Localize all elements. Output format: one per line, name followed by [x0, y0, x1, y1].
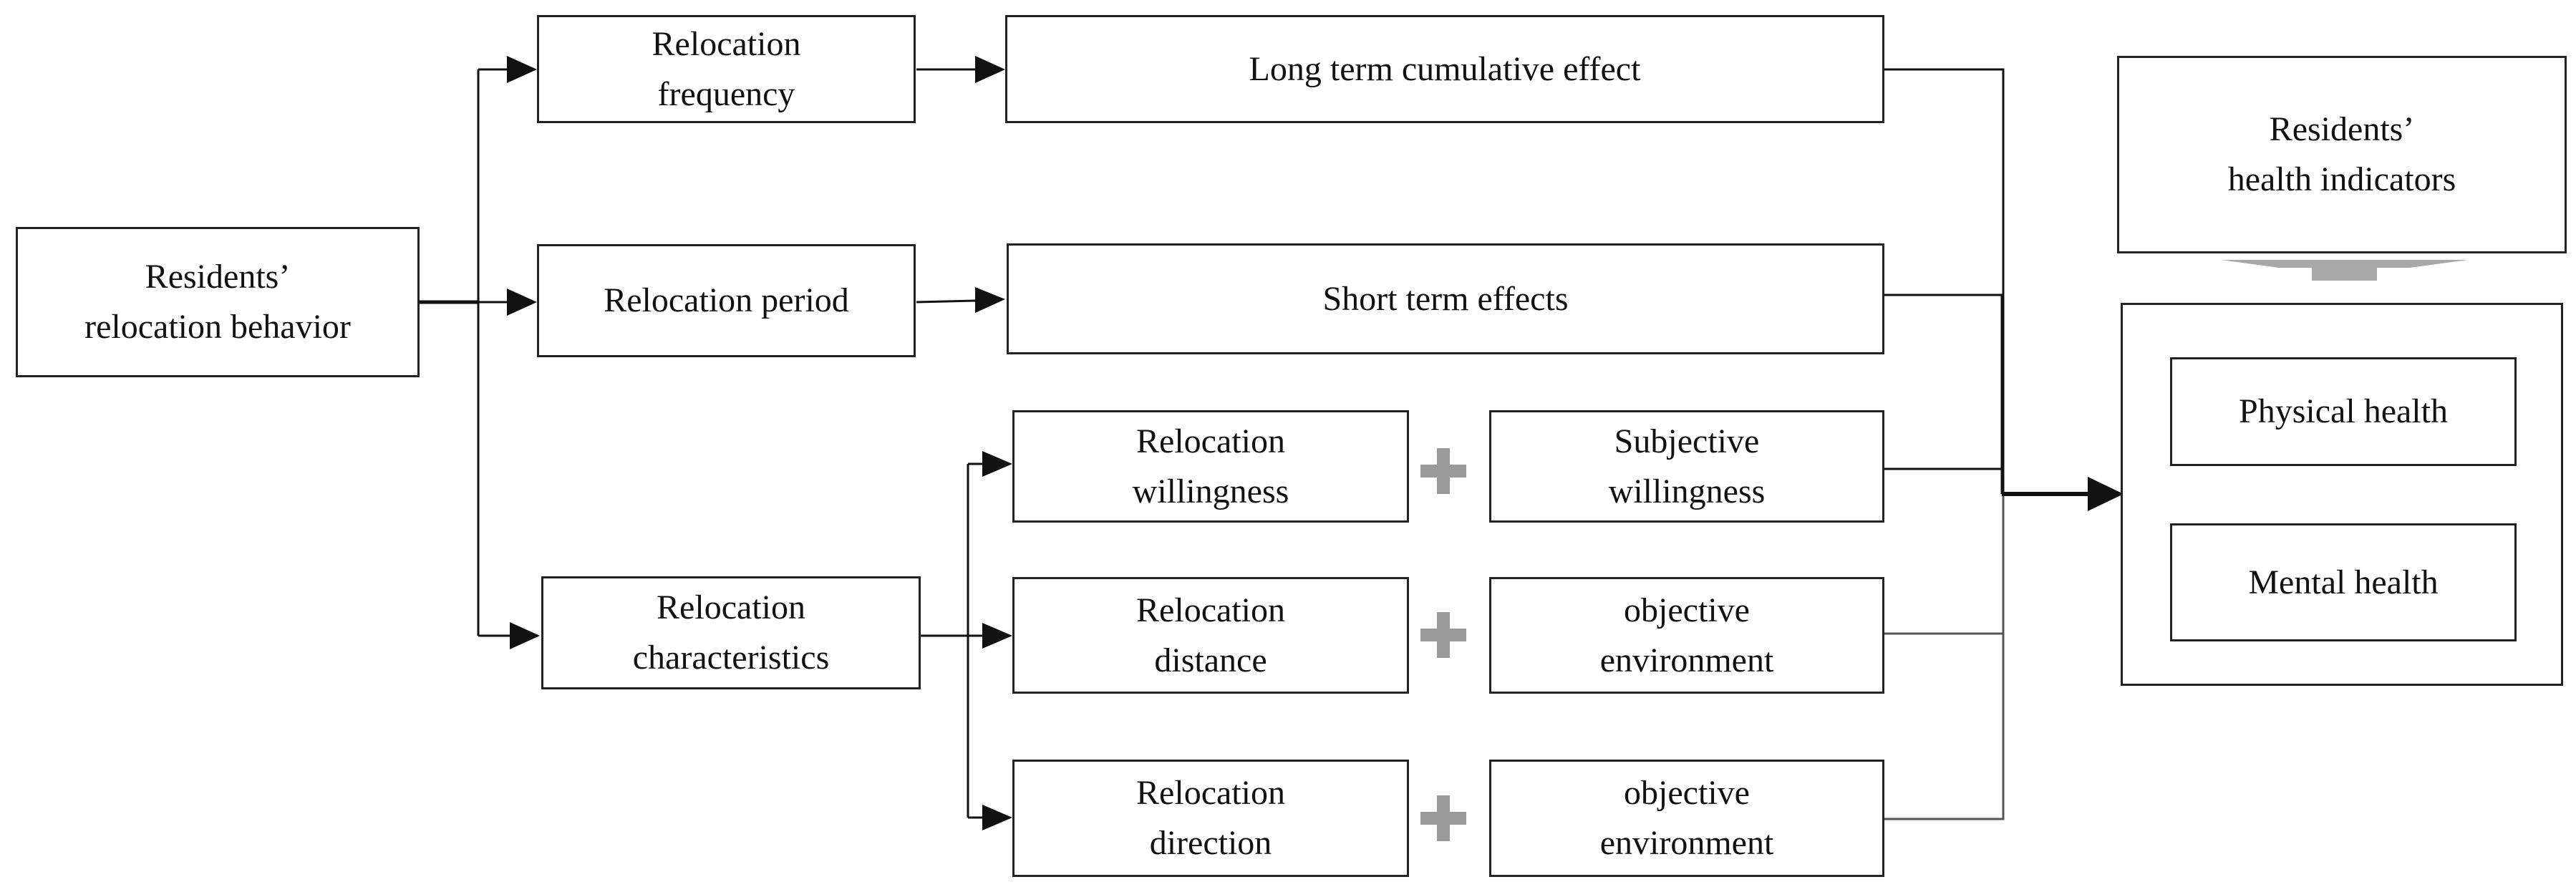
node-short-term-effects: Short term effects: [1007, 243, 1884, 354]
node-objective-environment-2: objective environment: [1489, 760, 1884, 877]
node-relocation-frequency: Relocation frequency: [537, 15, 916, 123]
node-mental-health: Mental health: [2170, 523, 2517, 641]
plus-icon: [1420, 448, 1466, 494]
arrow-to-willingness: [982, 451, 1012, 477]
node-relocation-direction: Relocation direction: [1012, 760, 1409, 877]
connector-objective-2-out: [1884, 494, 2005, 820]
arrow-to-period: [507, 289, 537, 316]
arrow-to-direction: [982, 805, 1012, 830]
node-physical-health: Physical health: [2170, 357, 2517, 466]
node-long-term-effect: Long term cumulative effect: [1005, 15, 1884, 123]
arrow-to-frequency: [507, 56, 537, 83]
plus-icon: [1420, 795, 1466, 841]
arrow-to-distance: [982, 623, 1012, 649]
connector-objective-1-out: [1884, 494, 2005, 635]
plus-icon: [1420, 612, 1466, 658]
arrow-to-long-term: [975, 56, 1005, 83]
node-relocation-willingness: Relocation willingness: [1012, 410, 1409, 523]
node-relocation-characteristics: Relocation characteristics: [541, 576, 921, 689]
node-relocation-behavior: Residents’ relocation behavior: [16, 227, 420, 377]
arrow-to-health: [2088, 477, 2124, 511]
node-objective-environment-1: objective environment: [1489, 577, 1884, 694]
node-health-indicators: Residents’ health indicators: [2117, 56, 2567, 253]
node-subjective-willingness: Subjective willingness: [1489, 410, 1884, 523]
node-relocation-period: Relocation period: [537, 244, 916, 357]
node-relocation-distance: Relocation distance: [1012, 577, 1409, 694]
connector-short-term-out: [1884, 294, 2003, 494]
arrow-to-short-term: [975, 287, 1005, 313]
arrow-to-characteristics: [510, 622, 540, 649]
down-arrow-health: [2221, 260, 2468, 281]
connector-long-term-out: [1884, 68, 2005, 494]
